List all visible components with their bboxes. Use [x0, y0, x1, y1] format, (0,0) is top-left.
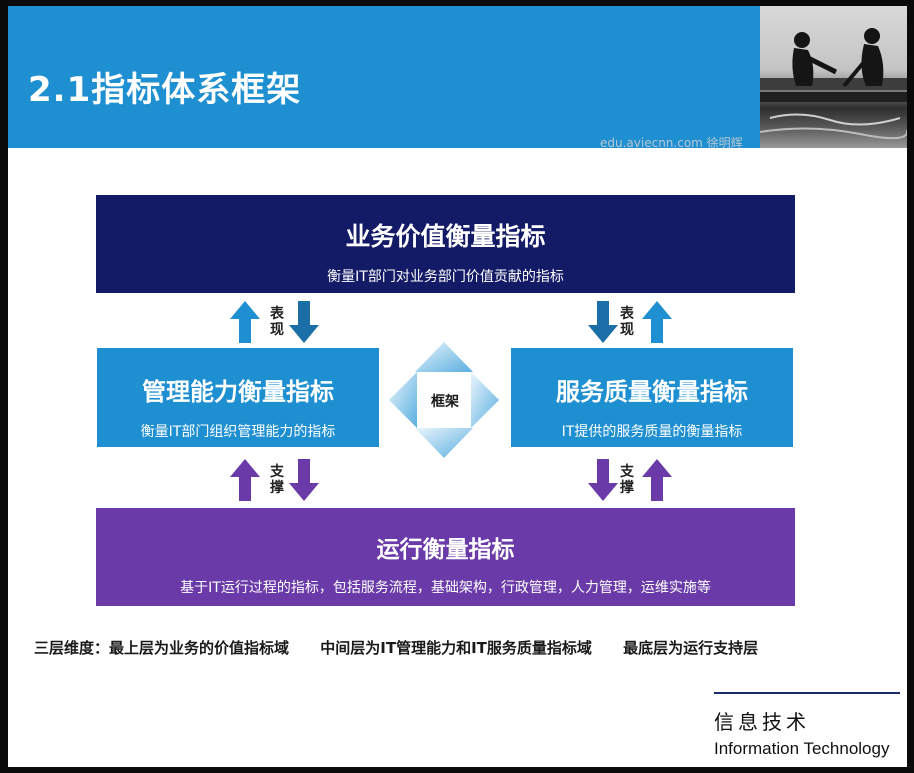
- operations-box: 运行衡量指标 基于IT运行过程的指标，包括服务流程，基础架构，行政管理，人力管理…: [96, 508, 795, 606]
- arrow-down-icon: [588, 301, 618, 343]
- arrow-label-char: 表: [620, 306, 634, 322]
- footer-item: 中间层为IT管理能力和IT服务质量指标域: [320, 639, 592, 657]
- service-quality-box: 服务质量衡量指标 IT提供的服务质量的衡量指标: [511, 348, 793, 447]
- rowers-silhouette-icon: [760, 28, 907, 140]
- service-quality-subtitle: IT提供的服务质量的衡量指标: [561, 424, 743, 440]
- brand-english: Information Technology: [714, 739, 890, 758]
- rowers-photo: [760, 6, 907, 148]
- arrow-label-char: 撑: [620, 480, 634, 496]
- management-capability-box: 管理能力衡量指标 衡量IT部门组织管理能力的指标: [97, 348, 379, 447]
- arrow-label-upper-right: 表 现: [618, 306, 636, 338]
- business-value-title: 业务价值衡量指标: [345, 222, 546, 251]
- brand-divider: [714, 692, 900, 694]
- management-capability-subtitle: 衡量IT部门组织管理能力的指标: [140, 424, 336, 440]
- business-value-box: 业务价值衡量指标 衡量IT部门对业务部门价值贡献的指标: [96, 195, 795, 293]
- footer-summary: 三层维度：最上层为业务的价值指标域 中间层为IT管理能力和IT服务质量指标域 最…: [34, 637, 784, 658]
- arrow-down-icon: [289, 301, 319, 343]
- arrow-down-icon: [289, 459, 319, 501]
- arrow-label-char: 现: [620, 322, 634, 338]
- arrow-label-lower-left: 支 撑: [268, 464, 286, 496]
- arrow-up-icon: [230, 301, 260, 343]
- arrow-label-char: 撑: [270, 480, 284, 496]
- header-banner: 2.1指标体系框架: [8, 6, 760, 148]
- business-value-subtitle: 衡量IT部门对业务部门价值贡献的指标: [327, 269, 564, 285]
- arrow-label-char: 现: [270, 322, 284, 338]
- brand-chinese: 信息技术: [714, 710, 810, 734]
- watermark-text: edu.aviecnn.com 徐明辉: [600, 136, 743, 150]
- management-capability-title: 管理能力衡量指标: [142, 378, 334, 406]
- arrow-label-char: 支: [270, 464, 284, 480]
- arrow-label-upper-left: 表 现: [268, 306, 286, 338]
- arrow-label-char: 表: [270, 306, 284, 322]
- page-title: 2.1指标体系框架: [28, 70, 302, 110]
- arrow-down-icon: [588, 459, 618, 501]
- operations-subtitle: 基于IT运行过程的指标，包括服务流程，基础架构，行政管理，人力管理，运维实施等: [180, 580, 711, 596]
- footer-item: 三层维度：最上层为业务的价值指标域: [34, 639, 290, 657]
- footer-item: 最底层为运行支持层: [623, 639, 759, 657]
- arrow-label-char: 支: [620, 464, 634, 480]
- service-quality-title: 服务质量衡量指标: [556, 378, 748, 406]
- operations-title: 运行衡量指标: [376, 537, 515, 563]
- arrow-up-icon: [642, 301, 672, 343]
- arrow-label-lower-right: 支 撑: [618, 464, 636, 496]
- framework-diamond-icon: [389, 342, 499, 458]
- arrow-up-icon: [642, 459, 672, 501]
- slide: 2.1指标体系框架 edu.aviecnn.com 徐明辉 业务价值衡量指标 衡…: [8, 6, 907, 767]
- arrow-up-icon: [230, 459, 260, 501]
- framework-label: 框架: [431, 394, 459, 410]
